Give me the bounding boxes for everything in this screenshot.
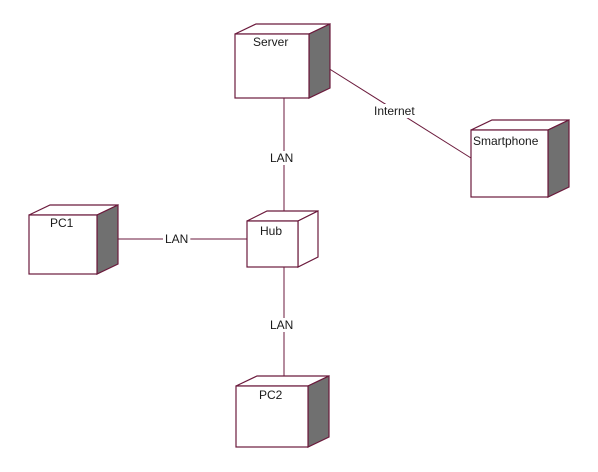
node-label-hub: Hub xyxy=(260,224,282,238)
edge-label-bg-server-hub xyxy=(268,151,296,165)
node-hub: Hub xyxy=(246,210,319,268)
edge-label-bg-hub-pc2 xyxy=(268,318,296,332)
node-side-face xyxy=(307,375,330,448)
node-side-face xyxy=(297,210,319,268)
node-label-smartphone: Smartphone xyxy=(473,134,539,148)
node-smartphone: Smartphone xyxy=(470,119,570,198)
node-front-face xyxy=(28,214,98,275)
node-label-pc1: PC1 xyxy=(50,216,74,230)
node-side-face xyxy=(96,204,119,275)
node-front-face xyxy=(235,385,309,448)
edge-label-pc1-hub: LAN xyxy=(165,232,188,246)
node-front-face xyxy=(470,129,549,198)
node-pc1: PC1 xyxy=(28,204,119,275)
edge-label-hub-pc2: LAN xyxy=(270,318,293,332)
node-front-face xyxy=(234,33,310,99)
node-side-face xyxy=(308,23,331,99)
node-front-face xyxy=(246,220,299,268)
edge-label-bg-pc1-hub xyxy=(163,232,191,246)
node-label-pc2: PC2 xyxy=(259,388,283,402)
edge-label-server-smartphone: Internet xyxy=(374,104,415,118)
node-pc2: PC2 xyxy=(235,375,330,448)
node-label-server: Server xyxy=(253,35,288,49)
edge-label-server-hub: LAN xyxy=(270,151,293,165)
node-side-face xyxy=(547,119,570,198)
node-server: Server xyxy=(234,23,331,99)
edge-label-bg-server-smartphone xyxy=(372,104,418,118)
